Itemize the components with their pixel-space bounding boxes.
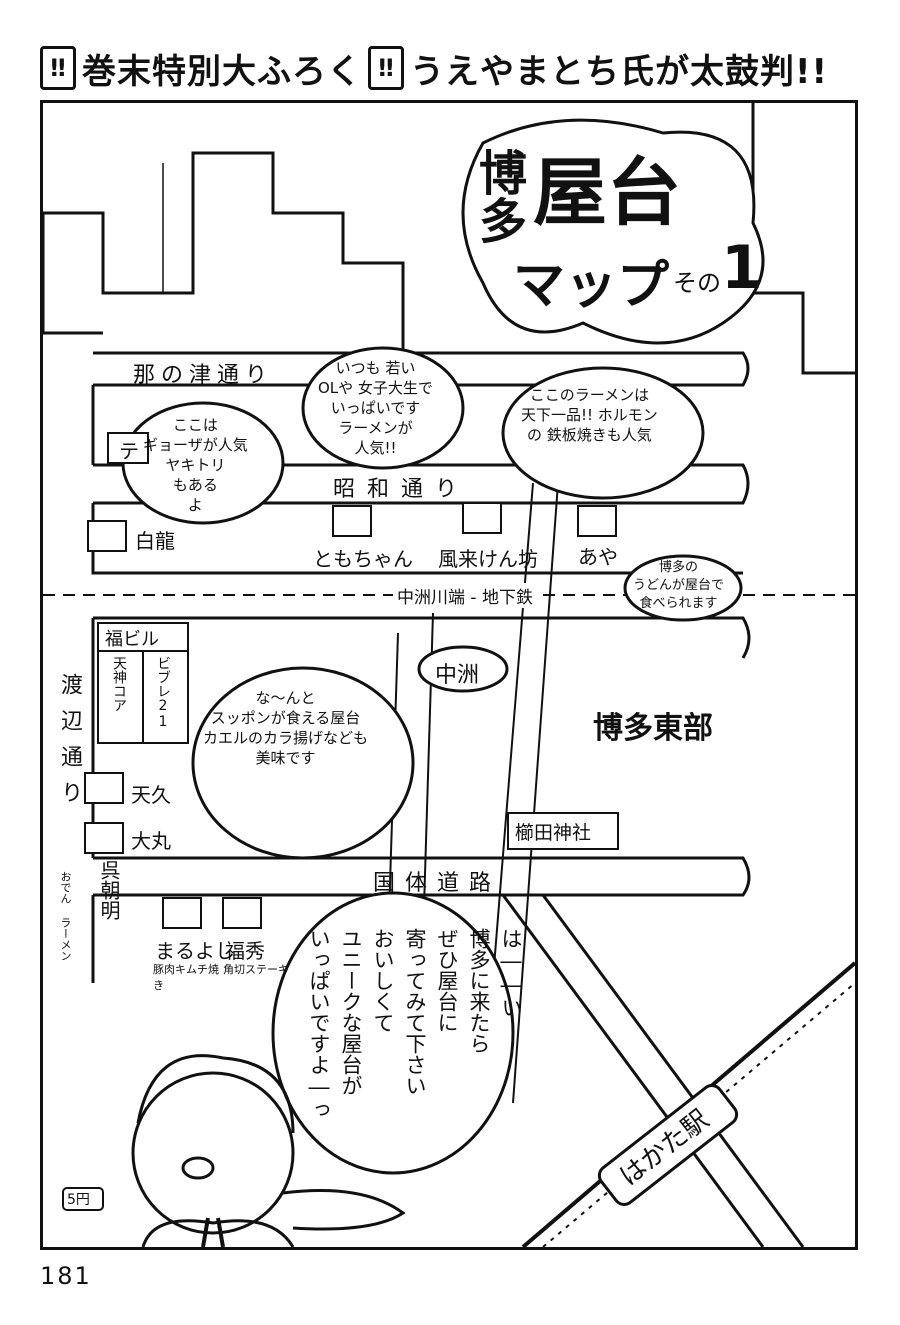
author-tie bbox=[201, 1217, 225, 1247]
diagonal-road bbox=[501, 894, 765, 1247]
header-right-text: うえやまとち氏が太鼓判!! bbox=[410, 51, 829, 92]
author-hair bbox=[136, 1054, 295, 1134]
bubble-tomochan bbox=[301, 346, 465, 470]
nakasu-circle bbox=[417, 645, 509, 693]
title-map: マップ bbox=[513, 256, 670, 316]
stall-goasamei: 呉朝明 bbox=[97, 860, 121, 920]
stall-maruyoshi: まるよし bbox=[155, 939, 235, 963]
area-vivre: ビブレ21 bbox=[155, 656, 171, 730]
page-number: 181 bbox=[40, 1262, 92, 1290]
area-kushida: 櫛田神社 bbox=[515, 822, 592, 844]
header-left-text: 巻末特別大ふろく bbox=[82, 51, 362, 92]
coin-label: 5円 bbox=[67, 1192, 90, 1208]
map-drawing bbox=[43, 103, 855, 1247]
bubble-aya-text: 博多のうどんが屋台で食べられます bbox=[633, 560, 725, 611]
title-sono: その bbox=[673, 269, 721, 297]
kushida-box bbox=[507, 812, 619, 850]
bubble-furai-text: ここのラーメンは天下一品!! ホルモンの 鉄板焼きも人気 bbox=[521, 386, 658, 444]
stall-hakuryu: 白龍 bbox=[135, 529, 175, 553]
stall-goasamei-note: おでん ラーメン bbox=[59, 871, 72, 961]
building-skyline bbox=[43, 151, 423, 355]
stall-tenkyu: 天久 bbox=[131, 783, 171, 807]
bubble-tenkyu bbox=[191, 666, 415, 860]
stall-icons bbox=[84, 502, 617, 929]
stall-aya: あや bbox=[578, 545, 618, 569]
area-hakata-tobu: 博多東部 bbox=[593, 711, 713, 746]
bubble-furai bbox=[501, 366, 705, 500]
te-sign-box bbox=[107, 432, 149, 464]
author-face bbox=[131, 1071, 295, 1235]
stall-daimaru: 大丸 bbox=[131, 829, 171, 853]
station-sign-box bbox=[597, 1084, 739, 1206]
building-right bbox=[751, 103, 855, 375]
stall-fukuhide: 福秀 bbox=[225, 939, 265, 963]
bubble-author-text: は――い博多に来たらぜひ屋台に寄ってみて下さいおいしくてユニークな屋台がいっぱい… bbox=[307, 928, 523, 1120]
street-showa: 昭和通り bbox=[333, 477, 470, 502]
title-bubble bbox=[461, 118, 765, 345]
author-body bbox=[141, 1219, 295, 1247]
showa-street bbox=[93, 463, 750, 505]
area-tenjin-core: 天神コア bbox=[111, 656, 127, 712]
stall-fukuhide-note: 角切ステーキ bbox=[223, 963, 289, 976]
coin-box bbox=[62, 1187, 104, 1211]
map-frame: 博多 屋台 マップ その 1 那の津通り 昭和通り 国体道路 渡辺通り 中洲川端… bbox=[40, 100, 858, 1250]
stall-maruyoshi-note: 豚肉キムチ焼き bbox=[153, 963, 219, 992]
street-kokutai: 国体道路 bbox=[373, 871, 502, 896]
area-fuku-building: 福ビル bbox=[105, 629, 159, 650]
street-nanotsu: 那の津通り bbox=[133, 363, 274, 388]
title-yatai: 屋台 bbox=[533, 150, 681, 236]
bubble-hakuryu-text: ここはギョーザが人気ヤキトリもあるよ bbox=[143, 416, 248, 514]
subway-label: 中洲川端 - 地下鉄 bbox=[393, 583, 537, 608]
kokutai-road bbox=[93, 856, 751, 897]
fork-knife-icon-2: ‼ bbox=[368, 46, 404, 90]
author-arm bbox=[282, 1189, 406, 1231]
stall-furaikenbo: 風来けん坊 bbox=[438, 547, 538, 571]
area-nakasu: 中洲 bbox=[435, 663, 480, 688]
title-hakata: 博多 bbox=[470, 148, 526, 244]
area-te-sign: テ bbox=[119, 439, 139, 463]
bubble-author bbox=[271, 891, 515, 1175]
bubble-tenkyu-text: な～んとスッポンが食える屋台カエルのカラ揚げなども美味です bbox=[203, 689, 369, 767]
page-header: ‼ 巻末特別大ふろく ‼ うえやまとち氏が太鼓判!! bbox=[40, 40, 870, 96]
fork-knife-icon: ‼ bbox=[40, 46, 76, 90]
stall-tomochan: ともちゃん bbox=[313, 547, 413, 571]
title-number: 1 bbox=[721, 233, 763, 303]
nanotsu-street bbox=[93, 351, 750, 387]
bubble-aya bbox=[623, 554, 743, 622]
street-watanabe: 渡辺通り bbox=[57, 673, 82, 817]
building-block-left bbox=[43, 213, 103, 335]
